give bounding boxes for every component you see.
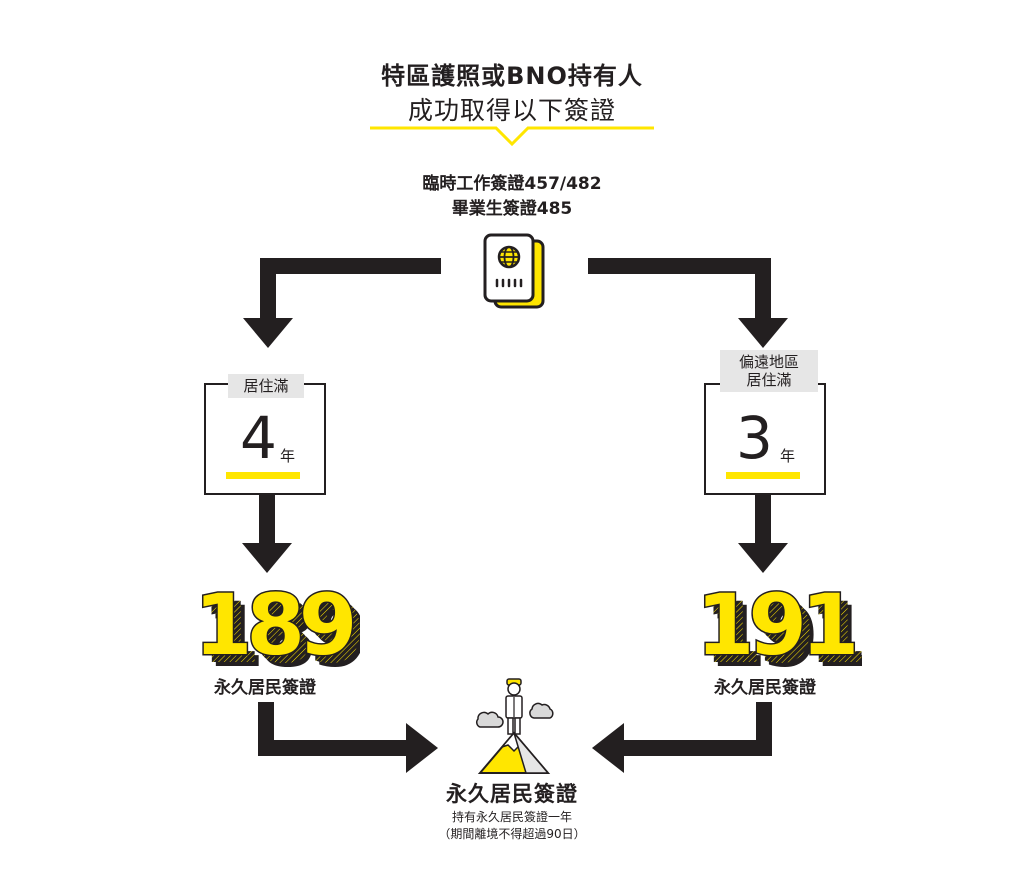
arrow-to-left-path	[243, 258, 441, 348]
arrow-189-to-final	[258, 702, 438, 773]
visa-code-191: 191 191 191	[695, 575, 863, 681]
right-years-number: 3	[736, 404, 773, 472]
final-visa-title: 永久居民簽證	[446, 782, 578, 806]
right-condition-text-line1: 偏遠地區	[738, 353, 799, 371]
arrow-left-box-to-189	[242, 495, 292, 573]
page-title: 特區護照或BNO持有人	[381, 62, 643, 90]
left-condition-text: 居住滿	[243, 377, 289, 395]
right-condition-label: 偏遠地區 居住滿	[720, 350, 818, 392]
visa-code-191-face: 191	[696, 576, 854, 674]
left-duration-box: 4 年	[204, 383, 326, 495]
left-years-underline	[226, 472, 300, 479]
visa-code-191-shadow2: 191	[708, 588, 862, 680]
right-years-underline	[726, 472, 800, 479]
initial-visa-line1: 臨時工作簽證457/482	[422, 174, 602, 194]
right-condition-text-line2: 居住滿	[746, 371, 792, 389]
right-visa-name: 永久居民簽證	[714, 678, 816, 698]
visa-code-189: 189 189 189	[193, 575, 361, 681]
callout-underline	[370, 126, 654, 147]
passport-globe-icon	[483, 233, 545, 309]
arrow-to-right-path	[588, 258, 788, 348]
arrow-right-box-to-191	[738, 495, 788, 573]
final-note-line1: 持有永久居民簽證一年	[451, 810, 572, 824]
visa-code-189-shadow1: 189	[202, 584, 360, 680]
right-duration-box: 3 年	[704, 383, 826, 495]
visa-code-191-shadow1: 191	[704, 584, 862, 680]
arrow-191-to-final	[592, 702, 772, 773]
page-subtitle: 成功取得以下簽證	[407, 96, 616, 125]
final-note-line2: （期間離境不得超過90日）	[438, 827, 586, 841]
left-years-number: 4	[240, 404, 277, 472]
right-years-unit: 年	[780, 447, 796, 465]
person-on-mountain-icon	[476, 678, 554, 774]
visa-code-189-shadow2: 189	[206, 588, 360, 680]
left-years-unit: 年	[280, 447, 296, 465]
initial-visa-line2: 畢業生簽證485	[451, 199, 573, 219]
left-visa-name: 永久居民簽證	[214, 678, 316, 698]
visa-code-189-face: 189	[194, 576, 353, 674]
left-condition-label: 居住滿	[228, 374, 304, 398]
